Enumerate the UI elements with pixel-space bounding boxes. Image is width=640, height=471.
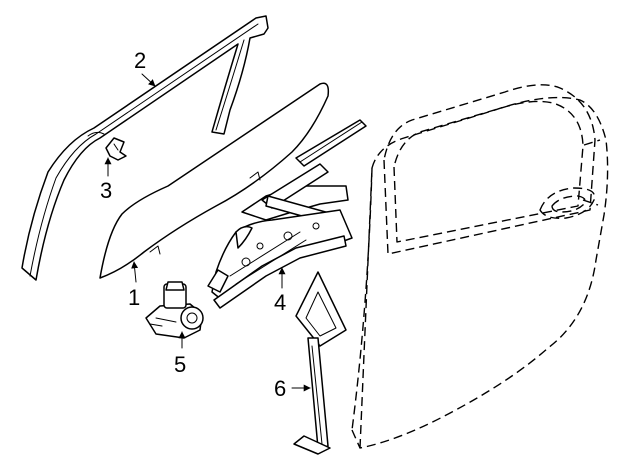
division-bar xyxy=(293,271,347,455)
callout-4: 4 xyxy=(274,290,286,315)
glass-run-channel xyxy=(21,15,269,281)
callout-5: 5 xyxy=(174,352,186,377)
door-handle-icon xyxy=(539,187,596,220)
callout-6: 6 xyxy=(274,376,286,401)
callout-3: 3 xyxy=(100,178,112,203)
door-outline xyxy=(351,84,609,449)
door-glass xyxy=(99,82,330,279)
callout-1: 1 xyxy=(128,285,140,310)
window-regulator xyxy=(207,119,367,309)
callout-arrows xyxy=(104,73,311,392)
clip-icon xyxy=(105,137,127,161)
motor-icon xyxy=(145,281,204,339)
callout-2: 2 xyxy=(134,48,146,73)
callout-1-leader xyxy=(131,261,139,283)
callout-2-leader xyxy=(141,73,156,87)
